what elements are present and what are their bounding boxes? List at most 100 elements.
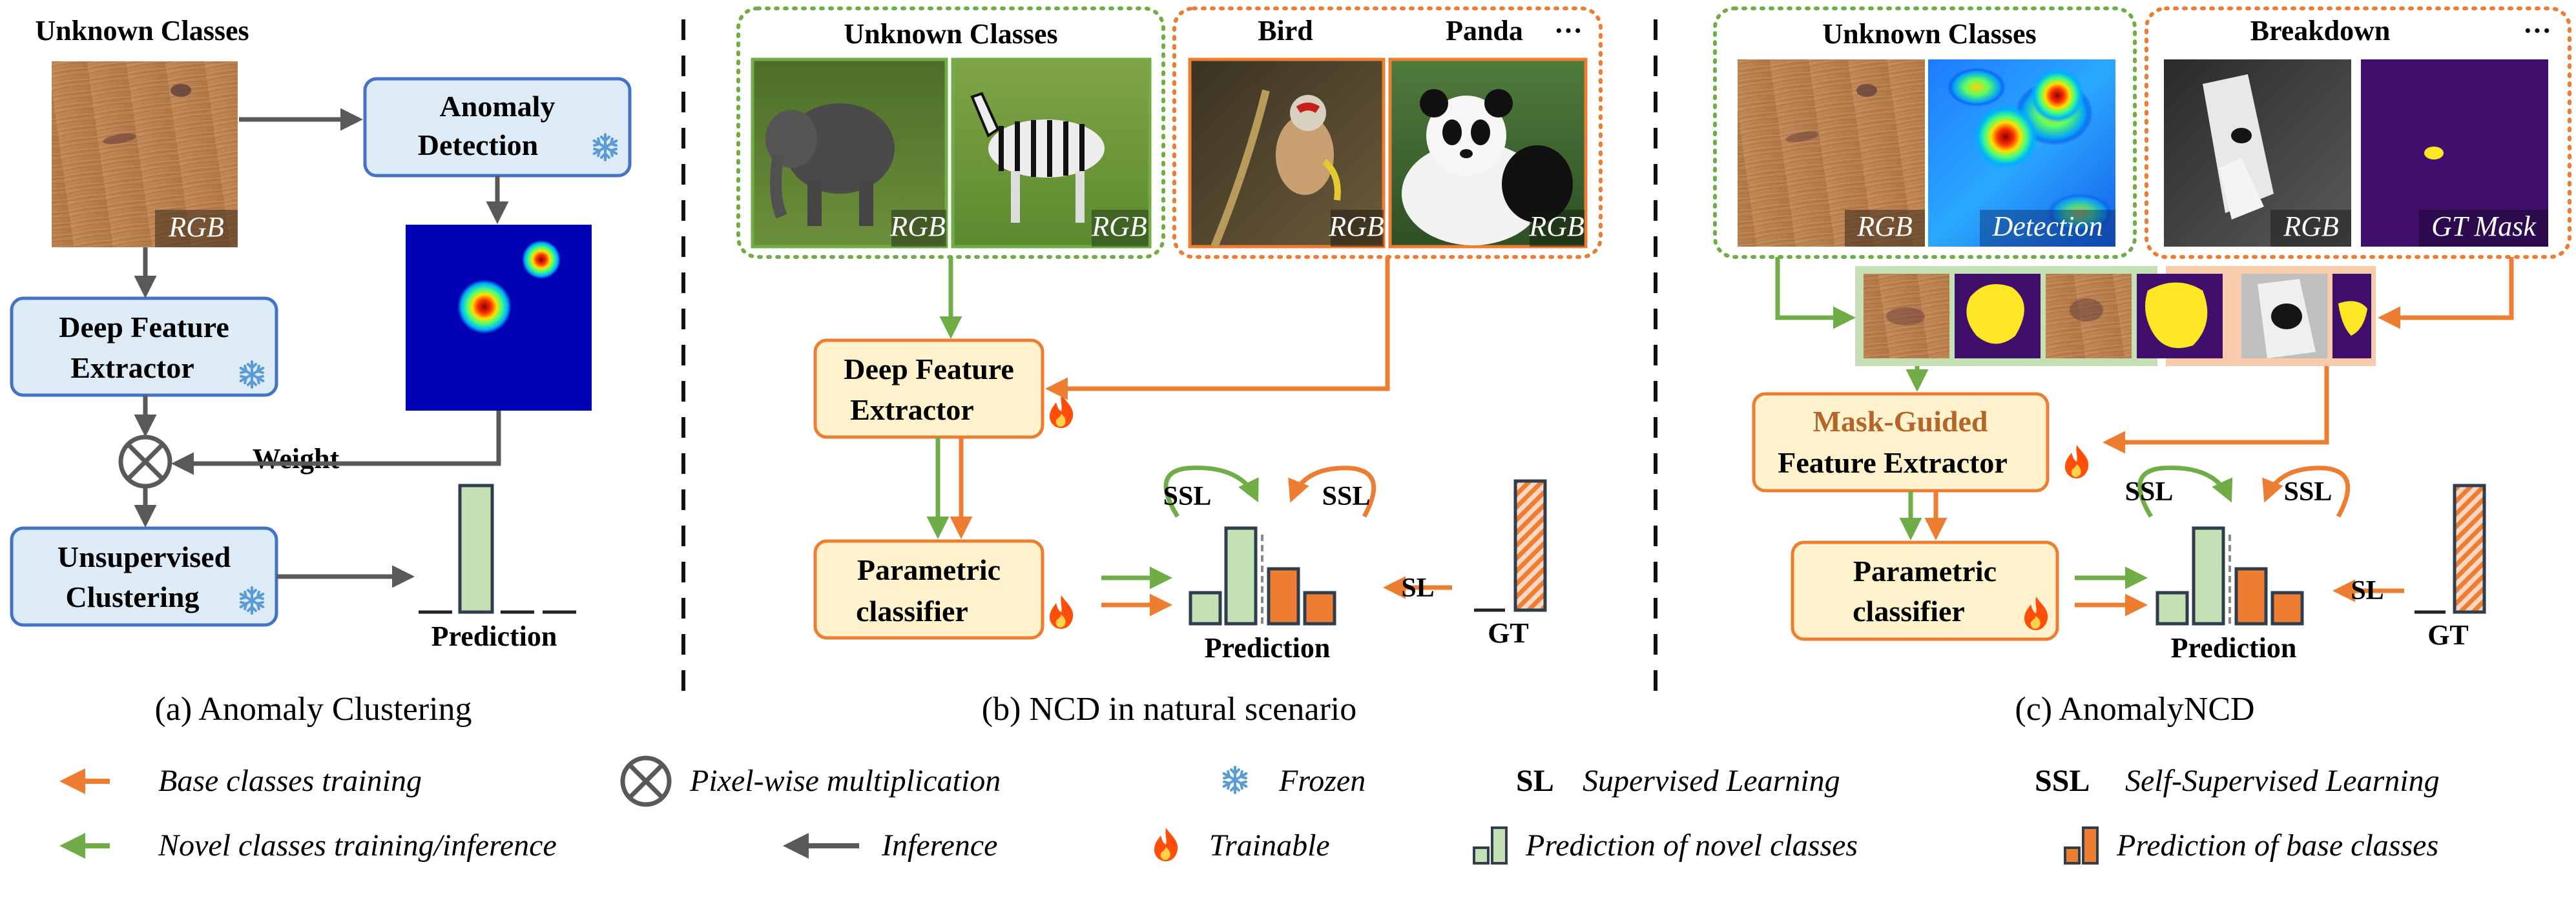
base-bars-icon: [2064, 826, 2099, 865]
unknown-header-c: Unknown Classes: [1822, 18, 2036, 50]
bar-novel: [2192, 526, 2225, 626]
rgb-tag: RGB: [168, 211, 224, 243]
deep-feature-extractor-box-b: Deep Feature Extractor: [813, 338, 1074, 439]
bar-novel: [458, 484, 494, 614]
rgb-tag: RGB: [1328, 210, 1384, 242]
pixel-multiply-icon: [620, 755, 672, 807]
unsupervised-clustering-box: Unsupervised Clustering: [10, 526, 278, 627]
legend-trainable: Trainable: [1209, 828, 1330, 863]
bar-gt: [2453, 484, 2486, 614]
svg-text:Detection: Detection: [418, 128, 538, 161]
legend-base-training: Base classes training: [158, 764, 422, 798]
svg-text:Unsupervised: Unsupervised: [57, 540, 231, 573]
svg-text:Extractor: Extractor: [70, 351, 194, 384]
panel-a: Unknown Classes RGB Anomaly Detection De…: [10, 15, 632, 728]
legend-inference: Inference: [881, 828, 997, 863]
legend-sl-abbr: SL: [1516, 764, 1554, 798]
arrows-b: [926, 257, 1452, 617]
sl-label: SL: [2351, 576, 2384, 606]
sl-label: SL: [1401, 573, 1434, 603]
gt-bars-b: GT: [1474, 479, 1547, 649]
wood-image-a: RGB: [52, 61, 238, 247]
caption-a: (a) Anomaly Clustering: [154, 691, 472, 728]
legend-frozen: Frozen: [1278, 764, 1366, 798]
heatmap-image-a: [406, 225, 592, 411]
bar-novel: [2155, 591, 2189, 626]
more-dots: ···: [2523, 15, 2551, 46]
gt-label-c: GT: [2427, 619, 2469, 651]
wood-image-c: RGB: [1738, 59, 1925, 247]
mask-strip-base-mask: [2332, 274, 2371, 358]
parametric-classifier-box-c: Parametric classifier: [1791, 540, 2059, 641]
legend-pred-novel: Prediction of novel classes: [1525, 828, 1858, 863]
caption-b: (b) NCD in natural scenario: [982, 691, 1356, 728]
prediction-label-c: Prediction: [2171, 632, 2297, 664]
ssl-label: SSL: [1322, 482, 1371, 511]
svg-text:Clustering: Clustering: [66, 580, 200, 613]
breakdown-label: Breakdown: [2250, 15, 2391, 46]
rgb-tag: RGB: [1091, 210, 1147, 242]
legend-pred-base: Prediction of base classes: [2116, 828, 2438, 863]
svg-text:Mask-Guided: Mask-Guided: [1813, 405, 1988, 438]
base-classes-group-c: [2145, 6, 2571, 259]
flame-icon: [1154, 828, 1178, 861]
svg-text:Deep Feature: Deep Feature: [59, 311, 229, 343]
bird-label: Bird: [1258, 15, 1313, 46]
zebra-image: RGB: [951, 57, 1152, 249]
svg-text:classifier: classifier: [1853, 595, 1965, 628]
bar-novel: [1189, 591, 1222, 626]
panda-label: Panda: [1446, 15, 1523, 46]
svg-text:Parametric: Parametric: [857, 553, 1001, 586]
deep-feature-extractor-box-a: Deep Feature Extractor: [10, 296, 278, 397]
detection-heatmap-c: Detection: [1928, 59, 2115, 247]
flame-icon: [1050, 595, 1074, 629]
snowflake-icon: [1222, 766, 1248, 794]
arrows-c: [1775, 257, 2514, 617]
panda-image: RGB: [1388, 57, 1588, 249]
bird-image: RGB: [1188, 57, 1386, 249]
legend-sl-full: Supervised Learning: [1583, 764, 1840, 798]
prediction-label-b: Prediction: [1205, 632, 1331, 664]
bar-novel: [1224, 526, 1258, 626]
legend-ssl-abbr: SSL: [2035, 764, 2090, 798]
prediction-bars-c: Prediction: [2155, 526, 2304, 664]
bar-base: [2234, 567, 2268, 626]
arrows-a: [134, 108, 509, 588]
detection-tag: Detection: [1991, 210, 2103, 242]
breakdown-image: RGB: [2164, 59, 2351, 247]
gt-mask-tag: GT Mask: [2431, 210, 2537, 242]
ssl-label: SSL: [1163, 482, 1212, 511]
rgb-tag: RGB: [1856, 210, 1913, 242]
panel-c: Unknown Classes RGB Detection Breakdown …: [1713, 6, 2571, 728]
weight-label: Weight: [253, 443, 340, 475]
prediction-label-a: Prediction: [431, 620, 557, 652]
mask-guided-feature-extractor-box: Mask-Guided Feature Extractor: [1752, 392, 2089, 493]
anomaly-detection-box: Anomaly Detection: [363, 77, 632, 178]
unknown-classes-group-c: [1713, 6, 2137, 259]
bar-gt: [1513, 479, 1547, 612]
prediction-bars-b: Prediction: [1189, 526, 1336, 664]
svg-text:classifier: classifier: [856, 595, 968, 628]
mask-strip: [1855, 266, 2376, 366]
unknown-header-b: Unknown Classes: [844, 18, 1057, 50]
prediction-bars-a: Prediction: [419, 484, 576, 652]
legend-pixel-mult: Pixel-wise multiplication: [689, 764, 1001, 798]
parametric-classifier-box-b: Parametric classifier: [813, 539, 1074, 640]
svg-text:Extractor: Extractor: [850, 393, 974, 426]
gt-bars-c: GT: [2415, 484, 2486, 651]
bar-base: [1303, 591, 1336, 626]
svg-text:Deep Feature: Deep Feature: [844, 353, 1014, 385]
ssl-label: SSL: [2284, 477, 2332, 507]
svg-text:Feature Extractor: Feature Extractor: [1778, 446, 2008, 479]
flame-icon: [2065, 445, 2089, 478]
elephant-image: RGB: [751, 57, 948, 249]
legend-ssl-full: Self-Supervised Learning: [2125, 764, 2440, 798]
svg-text:Parametric: Parametric: [1853, 555, 1997, 588]
flame-icon: [1050, 394, 1074, 428]
gt-mask-image: GT Mask: [2361, 59, 2548, 247]
legend-novel-training: Novel classes training/inference: [158, 828, 557, 863]
rgb-tag: RGB: [1528, 210, 1584, 242]
legend: Base classes training Pixel-wise multipl…: [59, 755, 2440, 865]
novel-bars-icon: [1473, 826, 1508, 865]
